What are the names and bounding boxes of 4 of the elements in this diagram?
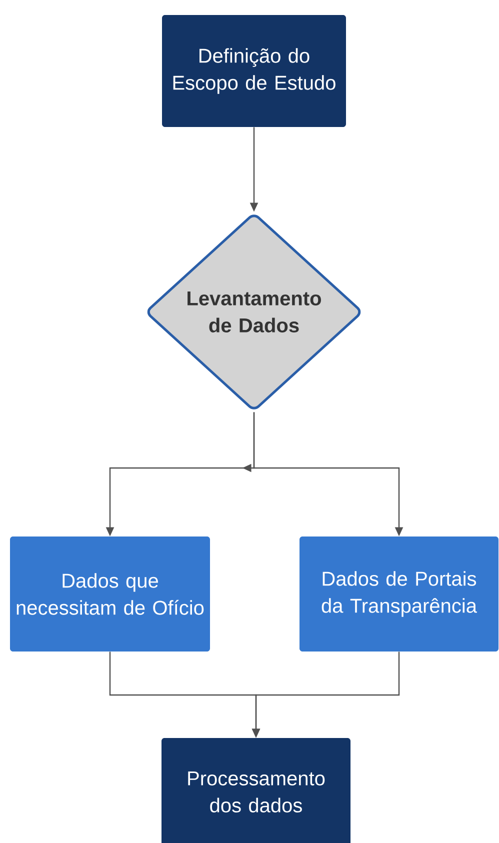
process-box: Definição do Escopo de Estudo	[162, 15, 346, 127]
process-box: Dados que necessitam de Ofício	[10, 536, 210, 652]
process-box: Dados de Portais da Transparência	[300, 536, 498, 652]
process-box: Processamento dos dados	[162, 738, 350, 843]
